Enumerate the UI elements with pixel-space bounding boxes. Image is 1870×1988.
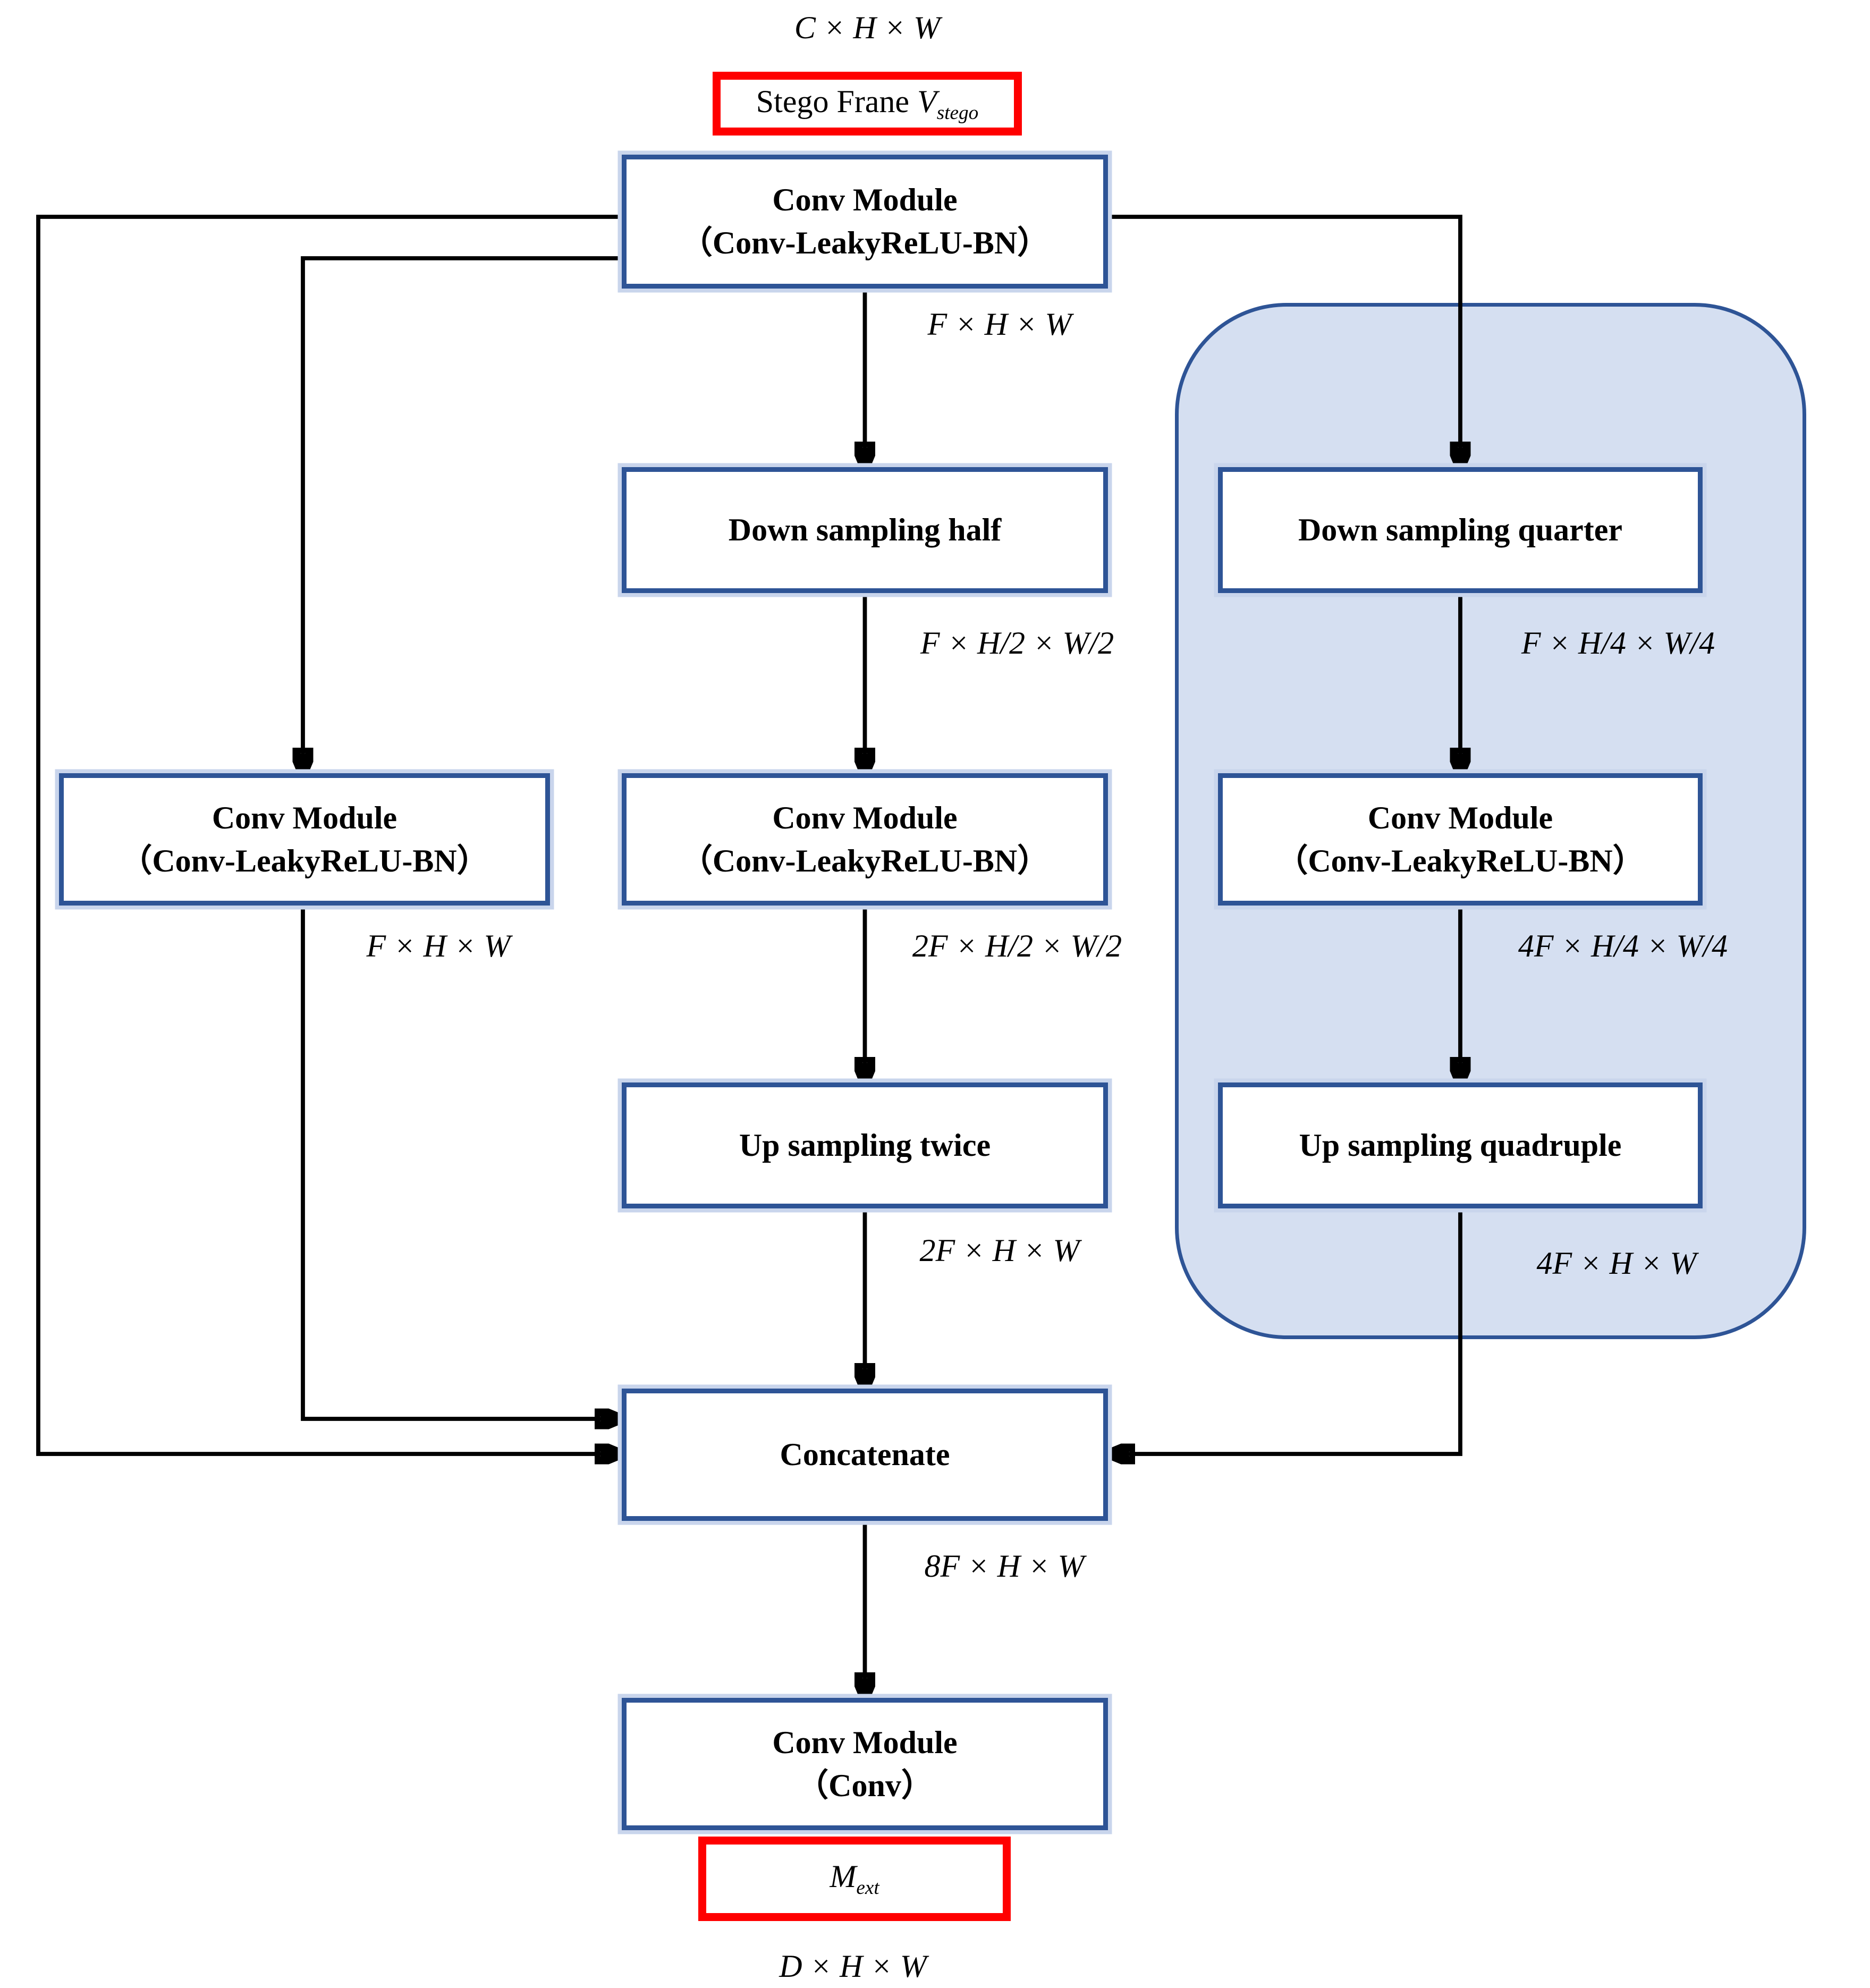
arrow-convleft-to-concat: [301, 906, 614, 1419]
node-sublabel: （Conv-LeakyReLU-BN）: [680, 225, 1050, 260]
node-label: Up sampling twice: [739, 1128, 991, 1163]
node-label: Up sampling quadruple: [1299, 1128, 1622, 1163]
node-conv-module-right: Conv Module （Conv-LeakyReLU-BN）: [1218, 773, 1703, 906]
node-label: Conv Module: [772, 1724, 958, 1760]
node-label: Down sampling quarter: [1298, 512, 1623, 547]
node-concatenate: Concatenate: [622, 1389, 1108, 1521]
node-up-sampling-twice: Up sampling twice: [622, 1082, 1108, 1208]
node-down-sampling-quarter: Down sampling quarter: [1218, 467, 1703, 593]
extracted-message-node: Mext: [698, 1837, 1011, 1921]
node-conv-module-mid: Conv Module （Conv-LeakyReLU-BN）: [622, 773, 1108, 906]
node-label: Conv Module: [772, 182, 958, 217]
node-sublabel: （Conv-LeakyReLU-BN）: [1276, 843, 1645, 878]
output-dim-label: D × H × W: [779, 1949, 927, 1984]
node-label: Conv Module: [772, 800, 958, 835]
dim-after-down-half: F × H/2 × W/2: [920, 625, 1114, 661]
extracted-message-label: Mext: [830, 1859, 879, 1899]
arrow-convtop-skip-to-concat: [36, 215, 622, 1454]
node-label: Down sampling half: [728, 512, 1002, 547]
dim-after-down-quarter: F × H/4 × W/4: [1521, 625, 1715, 661]
node-label: Concatenate: [780, 1437, 950, 1472]
arrow-convtop-to-downquarter: [1108, 215, 1460, 461]
dim-after-conv-right: 4F × H/4 × W/4: [1518, 928, 1728, 963]
node-down-sampling-half: Down sampling half: [622, 467, 1108, 593]
input-dim-label: C × H × W: [794, 10, 941, 45]
node-label: Conv Module: [1367, 800, 1553, 835]
node-conv-module-top: Conv Module （Conv-LeakyReLU-BN）: [622, 155, 1108, 289]
node-sublabel: （Conv）: [797, 1767, 933, 1803]
dim-after-conv-mid: 2F × H/2 × W/2: [912, 928, 1122, 963]
dim-after-concat: 8F × H × W: [924, 1549, 1085, 1584]
stego-frame-node: Stego Frane Vstego: [713, 72, 1022, 136]
node-label: Conv Module: [211, 800, 397, 835]
dim-after-conv-left: F × H × W: [366, 928, 511, 963]
arrow-convtop-to-convleft: [303, 256, 622, 767]
dim-after-up-quad: 4F × H × W: [1536, 1246, 1697, 1281]
node-up-sampling-quadruple: Up sampling quadruple: [1218, 1082, 1703, 1208]
dim-after-up-twice: 2F × H × W: [919, 1233, 1080, 1268]
node-sublabel: （Conv-LeakyReLU-BN）: [680, 843, 1050, 878]
node-conv-module-left: Conv Module （Conv-LeakyReLU-BN）: [59, 773, 550, 906]
node-conv-module-output: Conv Module （Conv）: [622, 1698, 1108, 1830]
dim-after-conv-top: F × H × W: [927, 307, 1072, 342]
node-sublabel: （Conv-LeakyReLU-BN）: [120, 843, 489, 878]
stego-frame-label: Stego Frane Vstego: [756, 83, 979, 124]
arrow-upquad-to-concat: [1116, 1208, 1462, 1454]
